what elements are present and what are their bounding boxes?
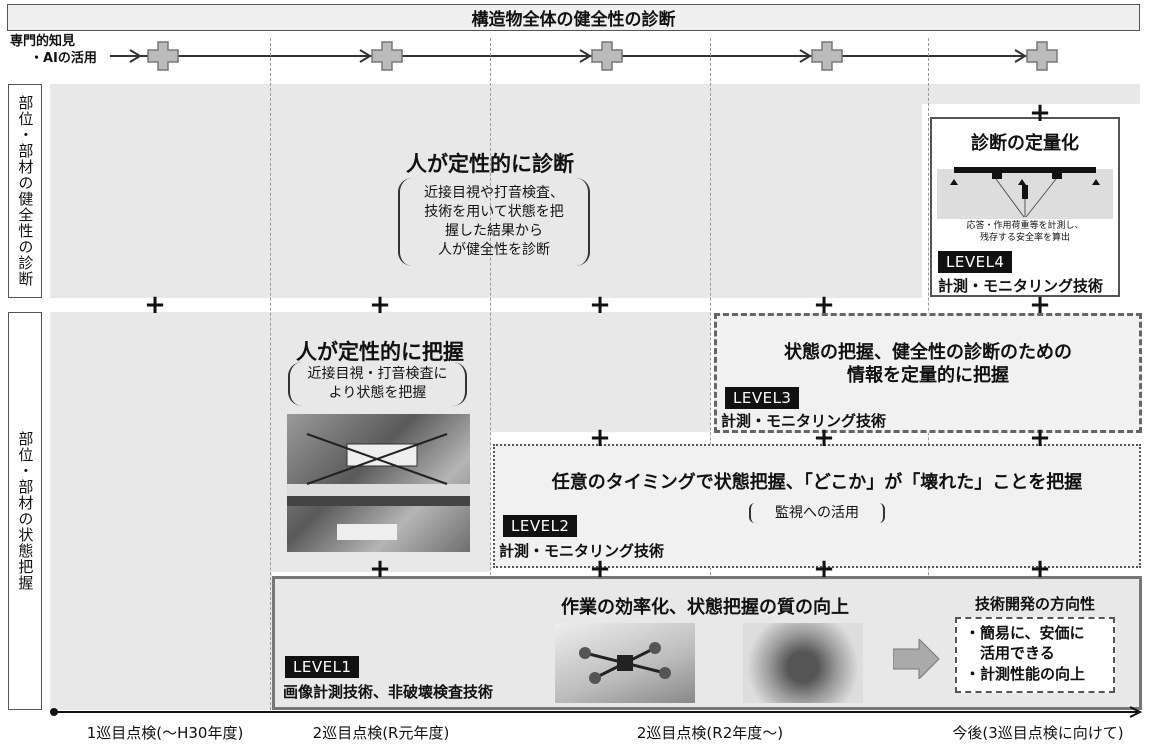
level2-box: 任意のタイミングで状態把握、「どこか」が「壊れた」ことを把握 監視への活用 LE… bbox=[493, 444, 1141, 568]
arrow-cross-2 bbox=[359, 41, 403, 71]
level4-box: 診断の定量化 応答・作用荷重等を計測し、 残存する安全率を算出 LEVEL4 計… bbox=[930, 117, 1120, 297]
level4-bridge-diagram bbox=[937, 167, 1113, 219]
lower-left-bracket-line1: 近接目視・打音検査に bbox=[307, 366, 448, 382]
expert-label-line2: ・AIの活用 bbox=[30, 50, 97, 66]
plus-marker: + bbox=[1029, 98, 1051, 128]
plus-marker: + bbox=[589, 290, 611, 320]
direction-arrow bbox=[893, 639, 940, 679]
plus-marker: + bbox=[1029, 554, 1051, 584]
lower-left-bracket-line2: より状態を把握 bbox=[328, 384, 427, 401]
expert-arrow-track bbox=[110, 41, 1058, 71]
level3-tag: LEVEL3 bbox=[725, 387, 800, 409]
arrow-cross-4 bbox=[799, 41, 843, 71]
side-label-diagnosis-text: 部位・部材の健全性の診断 bbox=[16, 95, 35, 287]
plus-marker: + bbox=[589, 554, 611, 584]
side-label-diagnosis: 部位・部材の健全性の診断 bbox=[8, 84, 42, 298]
drone-sketch bbox=[579, 642, 671, 684]
lower-left-heading: 人が定性的に把握 bbox=[296, 340, 464, 364]
side-label-condition-text: 部位・部材の状態把握 bbox=[16, 431, 35, 591]
axis-label-period4: 今後(3巡目点検に向けて) bbox=[952, 724, 1124, 742]
lower-panel-top bbox=[50, 312, 710, 432]
plus-marker: + bbox=[144, 290, 166, 320]
side-label-condition: 部位・部材の状態把握 bbox=[8, 312, 42, 710]
upper-band bbox=[50, 84, 1140, 104]
period-divider-1 bbox=[270, 38, 271, 710]
level4-caption-line1: 応答・作用荷重等を計測し、 bbox=[966, 221, 1084, 231]
level4-heading: 診断の定量化 bbox=[971, 133, 1079, 154]
level1-heading: 作業の効率化、状態把握の質の向上 bbox=[561, 597, 849, 618]
timeline-axis bbox=[50, 706, 1143, 718]
lower-left-bracket: 近接目視・打音検査に より状態を把握 bbox=[288, 362, 467, 406]
level2-tag: LEVEL2 bbox=[503, 515, 578, 537]
level1-box: 作業の効率化、状態把握の質の向上 LEVEL1 画像計測技術、非破壊検査技術 技… bbox=[272, 576, 1142, 710]
axis-label-period2: 2巡目点検(R元年度) bbox=[312, 724, 450, 742]
bridge-sketch bbox=[287, 433, 470, 540]
level4-caption-line2: 残存する安全率を算出 bbox=[979, 232, 1070, 243]
level2-heading: 任意のタイミングで状態把握、「どこか」が「壊れた」ことを把握 bbox=[551, 472, 1083, 493]
arrow-cross-3 bbox=[579, 41, 623, 71]
overall-diagnosis-title: 構造物全体の健全性の診断 bbox=[7, 4, 1140, 31]
level2-bracket: 監視への活用 bbox=[749, 503, 885, 523]
axis-label-period1: 1巡目点検(〜H30年度) bbox=[86, 724, 244, 742]
level4-tech: 計測・モニタリング技術 bbox=[938, 277, 1104, 296]
upper-bracket-line2: 技術を用いて状態を把 bbox=[424, 203, 564, 220]
upper-panel bbox=[50, 104, 922, 298]
level3-heading-line2: 情報を定量的に把握 bbox=[847, 364, 1009, 386]
inspection-vehicle-photo bbox=[287, 414, 470, 552]
plus-marker: + bbox=[1029, 290, 1051, 320]
direction-item-3: ・計測性能の向上 bbox=[965, 664, 1086, 683]
period-divider-3 bbox=[710, 38, 711, 710]
direction-list: ・簡易に、安価に 活用できる ・計測性能の向上 bbox=[955, 617, 1115, 693]
tunnel-photo bbox=[743, 623, 863, 703]
direction-title: 技術開発の方向性 bbox=[974, 595, 1095, 613]
plus-marker: + bbox=[813, 554, 835, 584]
plus-marker: + bbox=[1029, 423, 1051, 453]
upper-heading: 人が定性的に診断 bbox=[406, 152, 574, 176]
upper-bracket-line3: 握した結果から bbox=[445, 222, 543, 239]
level3-box: 状態の把握、健全性の診断のための 情報を定量的に把握 LEVEL3 計測・モニタ… bbox=[714, 313, 1142, 433]
direction-item-2: 活用できる bbox=[965, 644, 1055, 663]
level3-heading: 状態の把握、健全性の診断のための 情報を定量的に把握 bbox=[717, 342, 1139, 387]
axis-label-period3: 2巡目点検(R2年度〜) bbox=[636, 724, 784, 742]
plus-marker: + bbox=[589, 423, 611, 453]
upper-bracket-line4: 人が健全性を診断 bbox=[438, 241, 550, 258]
level2-tech: 計測・モニタリング技術 bbox=[499, 542, 665, 560]
plus-marker: + bbox=[369, 554, 391, 584]
direction-item-1: ・簡易に、安価に bbox=[965, 624, 1085, 642]
expert-knowledge-label: 専門的知見 ・AIの活用 bbox=[10, 34, 97, 68]
plus-marker: + bbox=[813, 290, 835, 320]
arrow-cross-5 bbox=[1014, 41, 1058, 71]
upper-bracket-text: 近接目視や打音検査、 技術を用いて状態を把 握した結果から 人が健全性を診断 bbox=[398, 178, 590, 266]
arrow-cross-1 bbox=[129, 41, 179, 71]
level3-tech: 計測・モニタリング技術 bbox=[721, 412, 887, 430]
upper-bracket-line1: 近接目視や打音検査、 bbox=[424, 185, 564, 201]
level3-heading-line1: 状態の把握、健全性の診断のための bbox=[784, 342, 1072, 363]
level4-caption: 応答・作用荷重等を計測し、 残存する安全率を算出 bbox=[932, 221, 1118, 244]
lower-panel-bottom bbox=[50, 572, 272, 710]
plus-marker: + bbox=[369, 290, 391, 320]
level4-tag: LEVEL4 bbox=[938, 251, 1013, 274]
expert-label-line1: 専門的知見 bbox=[10, 34, 76, 49]
level1-tech: 画像計測技術、非破壊検査技術 bbox=[283, 683, 494, 701]
level1-tag: LEVEL1 bbox=[285, 656, 360, 678]
plus-marker: + bbox=[813, 423, 835, 453]
drone-photo bbox=[555, 623, 695, 703]
period-divider-2 bbox=[490, 38, 491, 710]
